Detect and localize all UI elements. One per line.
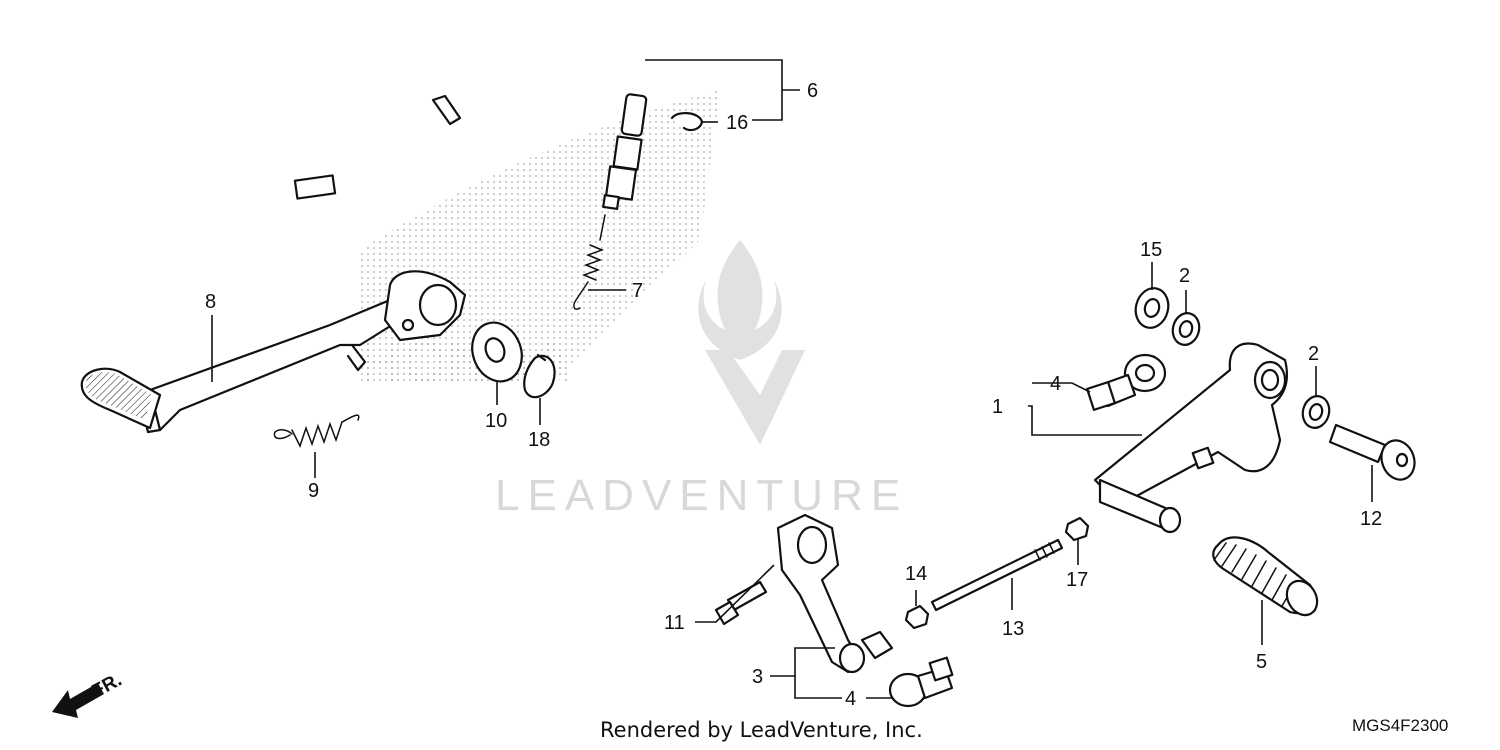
background-honda-logo: HONDA [360,90,720,395]
callout-7: 7 [632,280,643,302]
part-2-washer-lower [1301,395,1331,429]
callout-10: 10 [485,410,507,432]
callout-2-lower: 2 [1308,343,1319,365]
harness-clip [431,94,462,126]
callout-1: 1 [992,396,1003,418]
callout-18: 18 [528,429,550,451]
part-6-stop-switch [293,36,648,211]
render-credit: Rendered by LeadVenture, Inc. [600,718,923,742]
part-10-washer [471,321,523,383]
callout-4-lower: 4 [845,688,856,710]
part-13-tie-rod [930,538,1064,612]
part-15-washer [1134,287,1170,329]
front-direction-arrow: FR. [52,670,125,718]
part-4-rod-end-lower [888,656,954,708]
callout-numbers: 6 16 7 8 9 10 18 15 2 4 1 2 12 5 13 17 1… [205,80,1382,710]
part-14-nut [904,604,930,630]
callout-14: 14 [905,563,927,585]
callout-3: 3 [752,666,763,688]
callout-17: 17 [1066,569,1088,591]
part-9-return-spring [273,414,360,448]
part-2-washer-upper [1171,312,1201,346]
watermark-v-icon [705,350,805,445]
callout-15: 15 [1140,239,1162,261]
callout-8: 8 [205,291,216,313]
watermark-flame-icon [698,240,782,360]
callout-6: 6 [807,80,818,102]
part-12-bolt [1328,423,1416,481]
part-1-shift-arm [1093,342,1289,534]
diagram-code: MGS4F2300 [1352,716,1449,735]
part-3-shift-lever [776,513,894,674]
part-4-rod-end-upper [1086,353,1167,411]
part-7-spring [573,214,606,311]
callout-2-upper: 2 [1179,265,1190,287]
part-8-brake-pedal [80,270,467,434]
callout-4-upper: 4 [1050,373,1061,395]
callout-9: 9 [308,480,319,502]
part-18-circlip [523,353,556,399]
part-5-shift-rubber [1212,536,1319,617]
callout-5: 5 [1256,651,1267,673]
harness-connector [293,174,337,200]
leader-lines [211,59,1373,699]
part-11-bolt [714,580,768,626]
callout-13: 13 [1002,618,1024,640]
leadventure-watermark: LEADVENTURE [495,240,908,520]
callout-12: 12 [1360,508,1382,530]
watermark-text: LEADVENTURE [495,471,908,520]
front-arrow-icon [52,683,104,718]
callout-11: 11 [664,612,685,634]
callout-16: 16 [726,112,748,134]
part-17-nut [1064,516,1090,542]
